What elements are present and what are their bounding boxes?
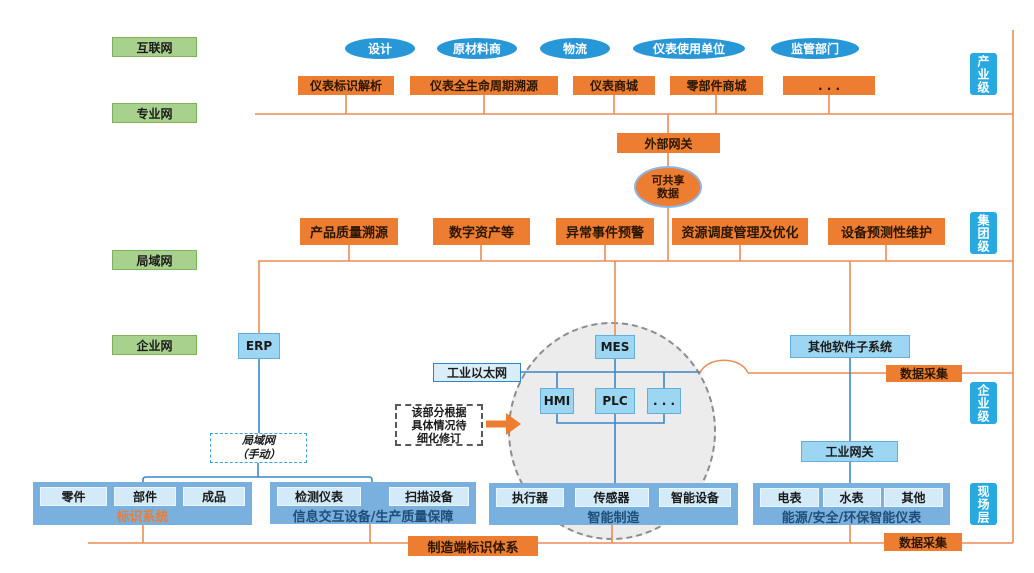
device-item: 传感器	[574, 488, 649, 507]
group-label-energy-safety-meters: 能源/安全/环保智能仪表	[781, 511, 922, 526]
level-badge-enterprise: 企业级	[970, 382, 997, 424]
level-badge-group: 集团级	[970, 212, 997, 254]
service-resource-scheduling: 资源调度管理及优化	[672, 218, 808, 245]
mes-box: MES	[595, 335, 635, 359]
service-instrument-mall: 仪表商城	[573, 76, 655, 95]
industrial-ethernet-label: 工业以太网	[433, 363, 521, 382]
hmi-box: HMI	[540, 388, 574, 414]
service-parts-mall: 零部件商城	[670, 76, 763, 95]
group-label-smart-manufacturing: 智能制造	[587, 511, 640, 526]
manual-lan-box: 局域网（手动）	[210, 433, 307, 463]
revision-note-box: 该部分根据具体情况待细化修订	[395, 404, 483, 446]
entity-instrument-user: 仪表使用单位	[633, 38, 745, 59]
entity-raw-material-supplier: 原材料商	[437, 38, 517, 59]
device-item: 智能设备	[659, 488, 731, 507]
network-label-enterprise: 企业网	[112, 335, 197, 355]
entity-regulator: 监管部门	[771, 38, 859, 59]
device-item: 部件	[114, 487, 176, 506]
service-predictive-maintenance: 设备预测性维护	[828, 218, 945, 245]
device-item: 电表	[760, 488, 819, 507]
entity-design: 设计	[345, 38, 415, 59]
level-badge-field: 现场层	[970, 483, 997, 525]
entity-logistics: 物流	[540, 38, 610, 59]
erp-box: ERP	[238, 333, 280, 359]
device-item: 扫描设备	[389, 487, 469, 506]
data-collection-badge-mid: 数据采集	[886, 365, 962, 382]
data-collection-badge-bottom: 数据采集	[884, 533, 962, 551]
device-group-identification: 零件 部件 成品 标识系统	[33, 482, 252, 525]
service-lifecycle-trace: 仪表全生命周期溯源	[410, 76, 558, 95]
network-label-lan: 局域网	[112, 250, 197, 270]
external-gateway-box: 外部网关	[617, 133, 720, 153]
group-label-interaction-quality: 信息交互设备/生产质量保障	[292, 510, 454, 525]
device-item: 其他	[884, 488, 943, 507]
manufacturing-identification-box: 制造端标识体系	[408, 536, 538, 556]
level-badge-industry: 产业级	[970, 53, 997, 95]
device-group-energy-meters: 电表 水表 其他 能源/安全/环保智能仪表	[753, 483, 950, 526]
plc-box: PLC	[595, 388, 635, 414]
note-arrow-icon	[486, 413, 521, 435]
device-group-interaction: 检测仪表 扫描设备 信息交互设备/生产质量保障	[270, 482, 476, 525]
network-label-professional: 专业网	[112, 103, 197, 123]
network-label-internet: 互联网	[112, 37, 197, 57]
device-item: 成品	[183, 487, 245, 506]
service-identifier-resolution: 仪表标识解析	[298, 76, 394, 95]
shared-data-ellipse: 可共享数据	[634, 166, 702, 208]
device-item: 执行器	[496, 488, 564, 507]
device-item: 水表	[822, 488, 881, 507]
plc-more-dots-box: . . .	[647, 388, 681, 414]
device-item: 零件	[40, 487, 107, 506]
service-quality-trace: 产品质量溯源	[300, 218, 398, 245]
service-event-warning: 异常事件预警	[556, 218, 654, 245]
industrial-gateway-box: 工业网关	[801, 441, 898, 462]
device-group-smart-manufacturing: 执行器 传感器 智能设备 智能制造	[489, 483, 738, 526]
service-more-dots: . . .	[783, 76, 875, 95]
device-item: 检测仪表	[277, 487, 361, 506]
group-label-identification-system: 标识系统	[116, 510, 169, 525]
service-digital-assets: 数字资产等	[433, 218, 530, 245]
other-software-box: 其他软件子系统	[790, 335, 910, 358]
